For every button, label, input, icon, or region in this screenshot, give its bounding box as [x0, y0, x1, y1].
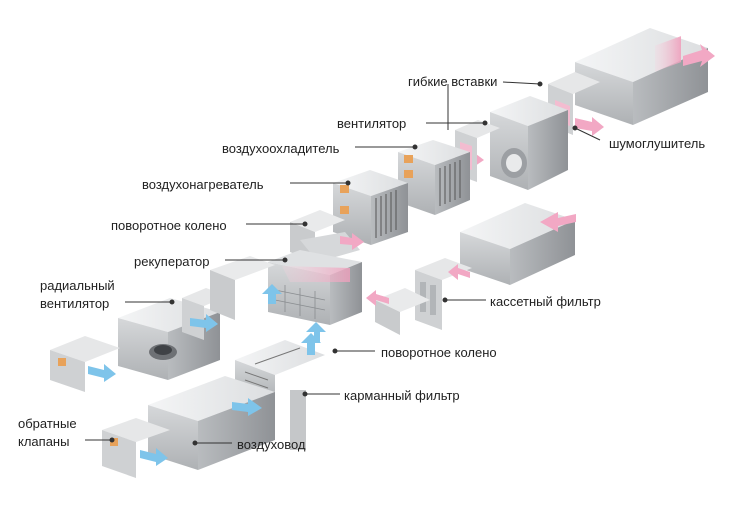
air-heater-unit [333, 170, 408, 245]
rotary-elbow-lower [366, 288, 430, 335]
label-fan: вентилятор [337, 116, 407, 131]
recuperator-unit [262, 250, 362, 342]
exhaust-arrow-out [683, 44, 715, 67]
label-air-cooler: воздухоохладитель [222, 141, 340, 156]
label-air-heater: воздухонагреватель [142, 177, 264, 192]
check-valve-upper [50, 336, 120, 392]
label-flexible-inserts: гибкие вставки [408, 74, 498, 89]
label-recuperator: рекуператор [134, 254, 210, 269]
label-cassette-filter: кассетный фильтр [490, 294, 601, 309]
radial-fan-unit [118, 298, 220, 380]
label-radial-fan-line1: радиальный [40, 278, 115, 293]
label-check-valves-line2: клапаны [18, 434, 70, 449]
label-silencer: шумоглушитель [609, 136, 706, 151]
silencer-unit [575, 28, 715, 125]
air-cooler-unit [398, 140, 470, 215]
label-pocket-filter: карманный фильтр [344, 388, 460, 403]
fan-unit [458, 96, 568, 190]
label-air-duct: воздуховод [237, 437, 306, 452]
label-check-valves-line1: обратные [18, 416, 77, 431]
leader-lines [85, 81, 601, 446]
label-rotary-elbow-top: поворотное колено [111, 218, 227, 233]
exhaust-intake-duct [460, 203, 576, 285]
label-rotary-elbow-bottom: поворотное колено [381, 345, 497, 360]
connector-to-recuperator [210, 256, 275, 320]
label-radial-fan-line2: вентилятор [40, 296, 110, 311]
cassette-filter-unit [415, 258, 472, 330]
air-duct-unit [148, 376, 275, 470]
pocket-filter-unit [235, 333, 325, 450]
